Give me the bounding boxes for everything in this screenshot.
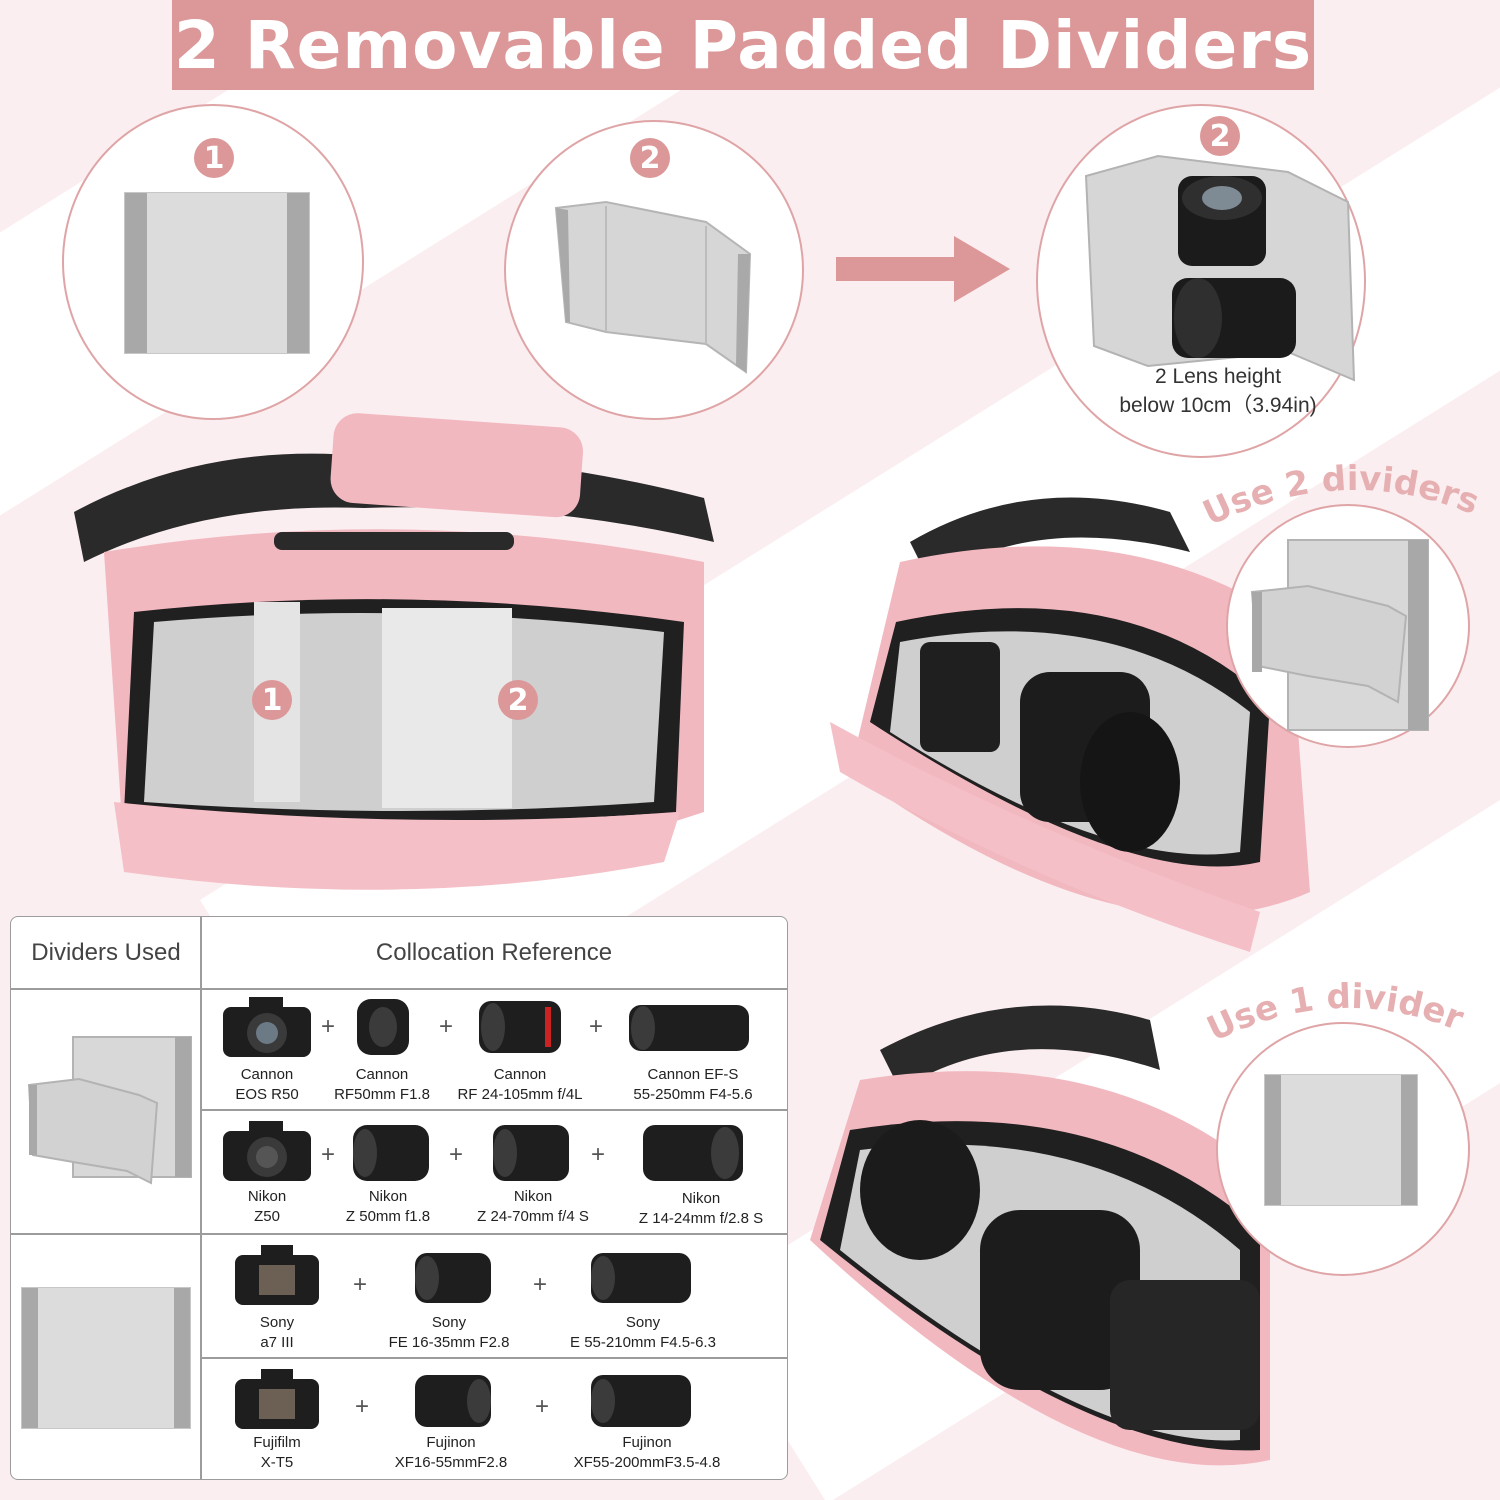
divider-line xyxy=(11,988,787,990)
camera-icon xyxy=(235,1369,319,1429)
divider-line xyxy=(11,1233,787,1235)
lens-icon xyxy=(353,1125,429,1181)
lens-icon xyxy=(643,1125,743,1181)
lens-caption-line2: below 10cm（3.94in) xyxy=(1119,394,1317,417)
open-bag-image xyxy=(74,413,714,890)
badge-2-lenses: 2 xyxy=(1200,116,1240,156)
two-dividers-thumb xyxy=(27,1036,192,1185)
lens-icon xyxy=(415,1375,491,1427)
plus-sign: + xyxy=(535,1393,550,1420)
plus-sign: + xyxy=(591,1141,606,1168)
plus-sign: + xyxy=(533,1271,548,1298)
divider-two-circle: 2 xyxy=(504,120,804,420)
lens-icon xyxy=(357,999,409,1055)
bag-badge-2: 2 xyxy=(498,680,538,720)
bag-two-dividers-image xyxy=(830,497,1310,952)
one-divider-thumb xyxy=(21,1287,191,1429)
bag-one-divider-image xyxy=(810,1005,1270,1466)
folded-divider-image xyxy=(554,200,752,374)
header-dividers-used: Dividers Used xyxy=(31,938,181,966)
lens-icon xyxy=(591,1253,691,1303)
badge-2: 2 xyxy=(630,138,670,178)
plus-sign: + xyxy=(355,1393,370,1420)
lens-icon xyxy=(629,1005,749,1051)
camera-icon xyxy=(223,1121,311,1181)
badge-1: 1 xyxy=(194,138,234,178)
divider-line xyxy=(200,917,202,1479)
two-dividers-circle xyxy=(1226,504,1470,748)
lens-icon xyxy=(493,1125,569,1181)
arrow-right-icon xyxy=(836,236,1010,302)
camera-icon xyxy=(223,997,311,1057)
two-dividers-image xyxy=(1250,539,1429,731)
plus-sign: + xyxy=(439,1013,454,1040)
plus-sign: + xyxy=(353,1271,368,1298)
divider-one-circle: 1 xyxy=(62,104,364,420)
page-title: 2 Removable Padded Dividers xyxy=(173,6,1313,84)
one-divider-image xyxy=(1264,1074,1418,1206)
plus-sign: + xyxy=(321,1013,336,1040)
lens-caption-line1: 2 Lens height xyxy=(1154,365,1282,388)
bag-badge-1: 1 xyxy=(252,680,292,720)
title-banner: 2 Removable Padded Dividers xyxy=(172,0,1314,90)
plus-sign: + xyxy=(449,1141,464,1168)
flat-divider-image xyxy=(124,192,310,354)
divider-line xyxy=(200,1109,787,1111)
lens-height-caption: 2 Lens height below 10cm（3.94in) xyxy=(1078,362,1358,420)
header-collocation-reference: Collocation Reference xyxy=(375,938,613,966)
camera-icon xyxy=(235,1245,319,1305)
divider-with-lenses-circle: 2 2 Lens height below 10cm（3.94in) xyxy=(1036,104,1366,458)
one-divider-circle xyxy=(1216,1022,1470,1276)
divider-lenses-image xyxy=(1084,154,1356,382)
divider-line xyxy=(200,1357,787,1359)
lens-icon xyxy=(591,1375,691,1427)
lens-icon xyxy=(479,1001,561,1053)
collocation-table: Dividers Used Collocation Reference Cann… xyxy=(10,916,788,1480)
plus-sign: + xyxy=(321,1141,336,1168)
lens-icon xyxy=(415,1253,491,1303)
plus-sign: + xyxy=(589,1013,604,1040)
